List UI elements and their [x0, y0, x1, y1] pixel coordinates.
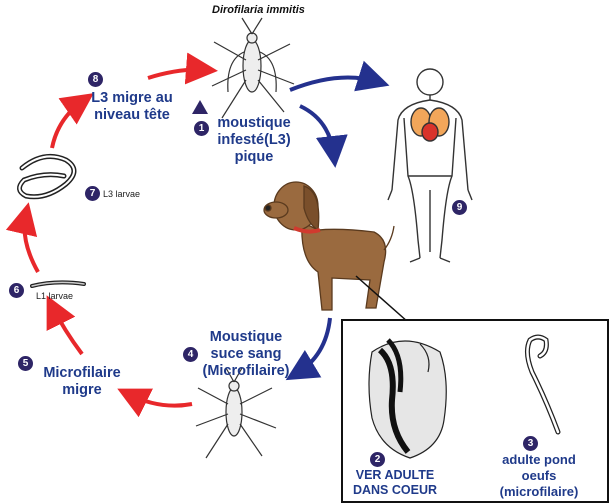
label-step-2: VER ADULTE DANS COEUR — [341, 468, 449, 498]
badge-1: 1 — [194, 121, 209, 136]
label-step-1: moustique infesté(L3) pique — [208, 115, 300, 166]
label-step-5: Microfilaire migre — [30, 365, 134, 399]
bottom-mosquito — [196, 368, 276, 458]
human-figure — [388, 69, 472, 262]
arrow-mosquito-to-5 — [128, 394, 192, 406]
label-step-4: Moustique suce sang (Microfilaire) — [196, 329, 296, 380]
diagram-title: Dirofilaria immitis — [212, 4, 305, 16]
badge-8: 8 — [88, 72, 103, 87]
dog-figure — [264, 182, 394, 310]
connector-line — [356, 276, 408, 322]
badge-3: 3 — [523, 436, 538, 451]
arrow-7-to-8 — [52, 100, 84, 148]
top-mosquito — [212, 18, 294, 118]
badge-2: 2 — [370, 452, 385, 467]
caption-l1: L1 larvae — [36, 291, 73, 301]
l3-larva — [19, 156, 74, 196]
arrow-8-to-mosquito — [148, 70, 206, 78]
arrow-5-to-6 — [52, 306, 82, 354]
l1-larva — [32, 282, 84, 286]
label-step-8: L3 migre au niveau tête — [82, 90, 182, 124]
badge-7: 7 — [85, 186, 100, 201]
arrow-to-human — [290, 78, 378, 91]
arrow-to-dog — [300, 106, 334, 156]
arrow-dog-to-mosquito — [296, 318, 330, 374]
caption-l3: L3 larvae — [103, 189, 140, 199]
badge-9: 9 — [452, 200, 467, 215]
badge-6: 6 — [9, 283, 24, 298]
arrow-6-to-7 — [25, 214, 39, 272]
label-step-3: adulte pond oeufs (microfilaire) — [478, 452, 600, 500]
bite-triangle-icon — [192, 100, 208, 114]
